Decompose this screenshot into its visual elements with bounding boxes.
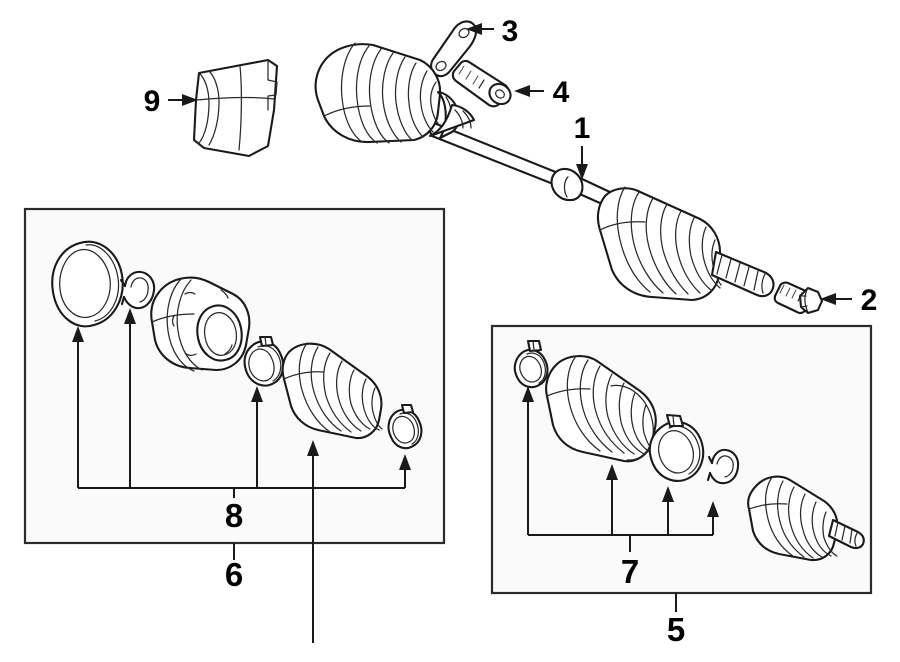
part-1-axle-shaft-assembly [314,42,775,302]
part-7-small-clamp [513,339,549,389]
callout-3-arrow [466,23,494,35]
callout-number-9: 9 [144,85,161,118]
part-8-dust-cap [51,240,124,328]
callout-2-arrow [820,293,852,305]
callout-number-4: 4 [553,76,570,109]
part-5-outer-joint [747,475,865,562]
callout-number-8: 8 [225,497,243,534]
part-7-circlip [706,448,740,485]
callout-8-leaders [72,308,411,643]
part-2-hex-flange-bolt [773,281,824,315]
part-7-boot [545,355,657,463]
part-4-flange-bolt [451,59,512,108]
part-8-joint-housing [150,276,251,372]
part-8-tiny-clamp [387,403,423,450]
part-8-circlip [119,270,156,310]
part-8-small-clamp [243,335,285,387]
callout-number-2: 2 [861,284,878,317]
callout-9-arrow [168,94,198,106]
callout-number-5: 5 [667,611,685,648]
callout-4-arrow [514,85,544,97]
callout-7-leaders [522,386,719,552]
callout-number-1: 1 [574,112,591,145]
part-7-medium-clamp [648,413,705,482]
part-8-boot [281,342,383,440]
callout-1-arrow [576,146,588,180]
callout-number-6: 6 [225,556,243,593]
callout-number-3: 3 [502,15,519,48]
part-9-heat-shield [192,58,279,158]
callout-number-7: 7 [621,553,639,590]
